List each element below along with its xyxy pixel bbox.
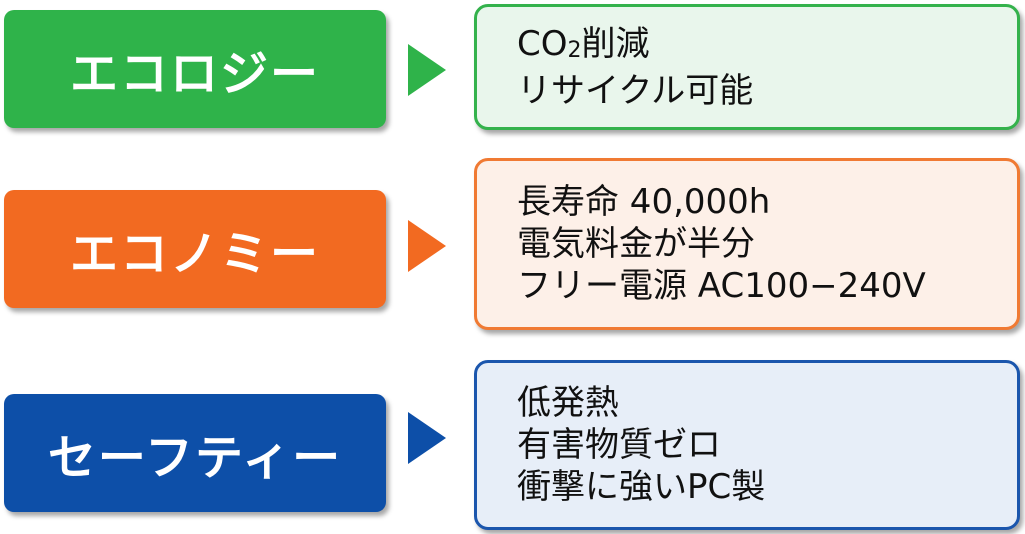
ecology-details: CO2削減 リサイクル可能	[474, 4, 1020, 130]
ecology-detail-line: CO2削減	[517, 23, 650, 64]
economy-label: エコノミー	[4, 190, 386, 308]
ecology-arrow-icon	[408, 44, 446, 96]
safety-details: 低発熱 有害物質ゼロ 衝撃に強いPC製	[474, 360, 1020, 530]
ecology-label: エコロジー	[4, 10, 386, 128]
safety-label-text: セーフティー	[47, 430, 343, 486]
economy-arrow-icon	[408, 220, 446, 272]
economy-details: 長寿命 40,000h 電気料金が半分 フリー電源 AC100−240V	[474, 158, 1020, 330]
safety-detail-line: 衝撃に強いPC製	[517, 467, 766, 507]
safety-arrow-icon	[408, 412, 446, 464]
safety-detail-line: 低発熱	[517, 383, 619, 423]
economy-detail-line: 電気料金が半分	[517, 224, 755, 264]
safety-detail-line: 有害物質ゼロ	[517, 425, 721, 465]
ecology-label-text: エコロジー	[69, 46, 320, 102]
safety-label: セーフティー	[4, 394, 386, 512]
economy-detail-line: 長寿命 40,000h	[517, 182, 771, 222]
ecology-detail-line: リサイクル可能	[517, 70, 754, 111]
economy-detail-line: フリー電源 AC100−240V	[517, 266, 926, 306]
economy-label-text: エコノミー	[69, 226, 320, 282]
